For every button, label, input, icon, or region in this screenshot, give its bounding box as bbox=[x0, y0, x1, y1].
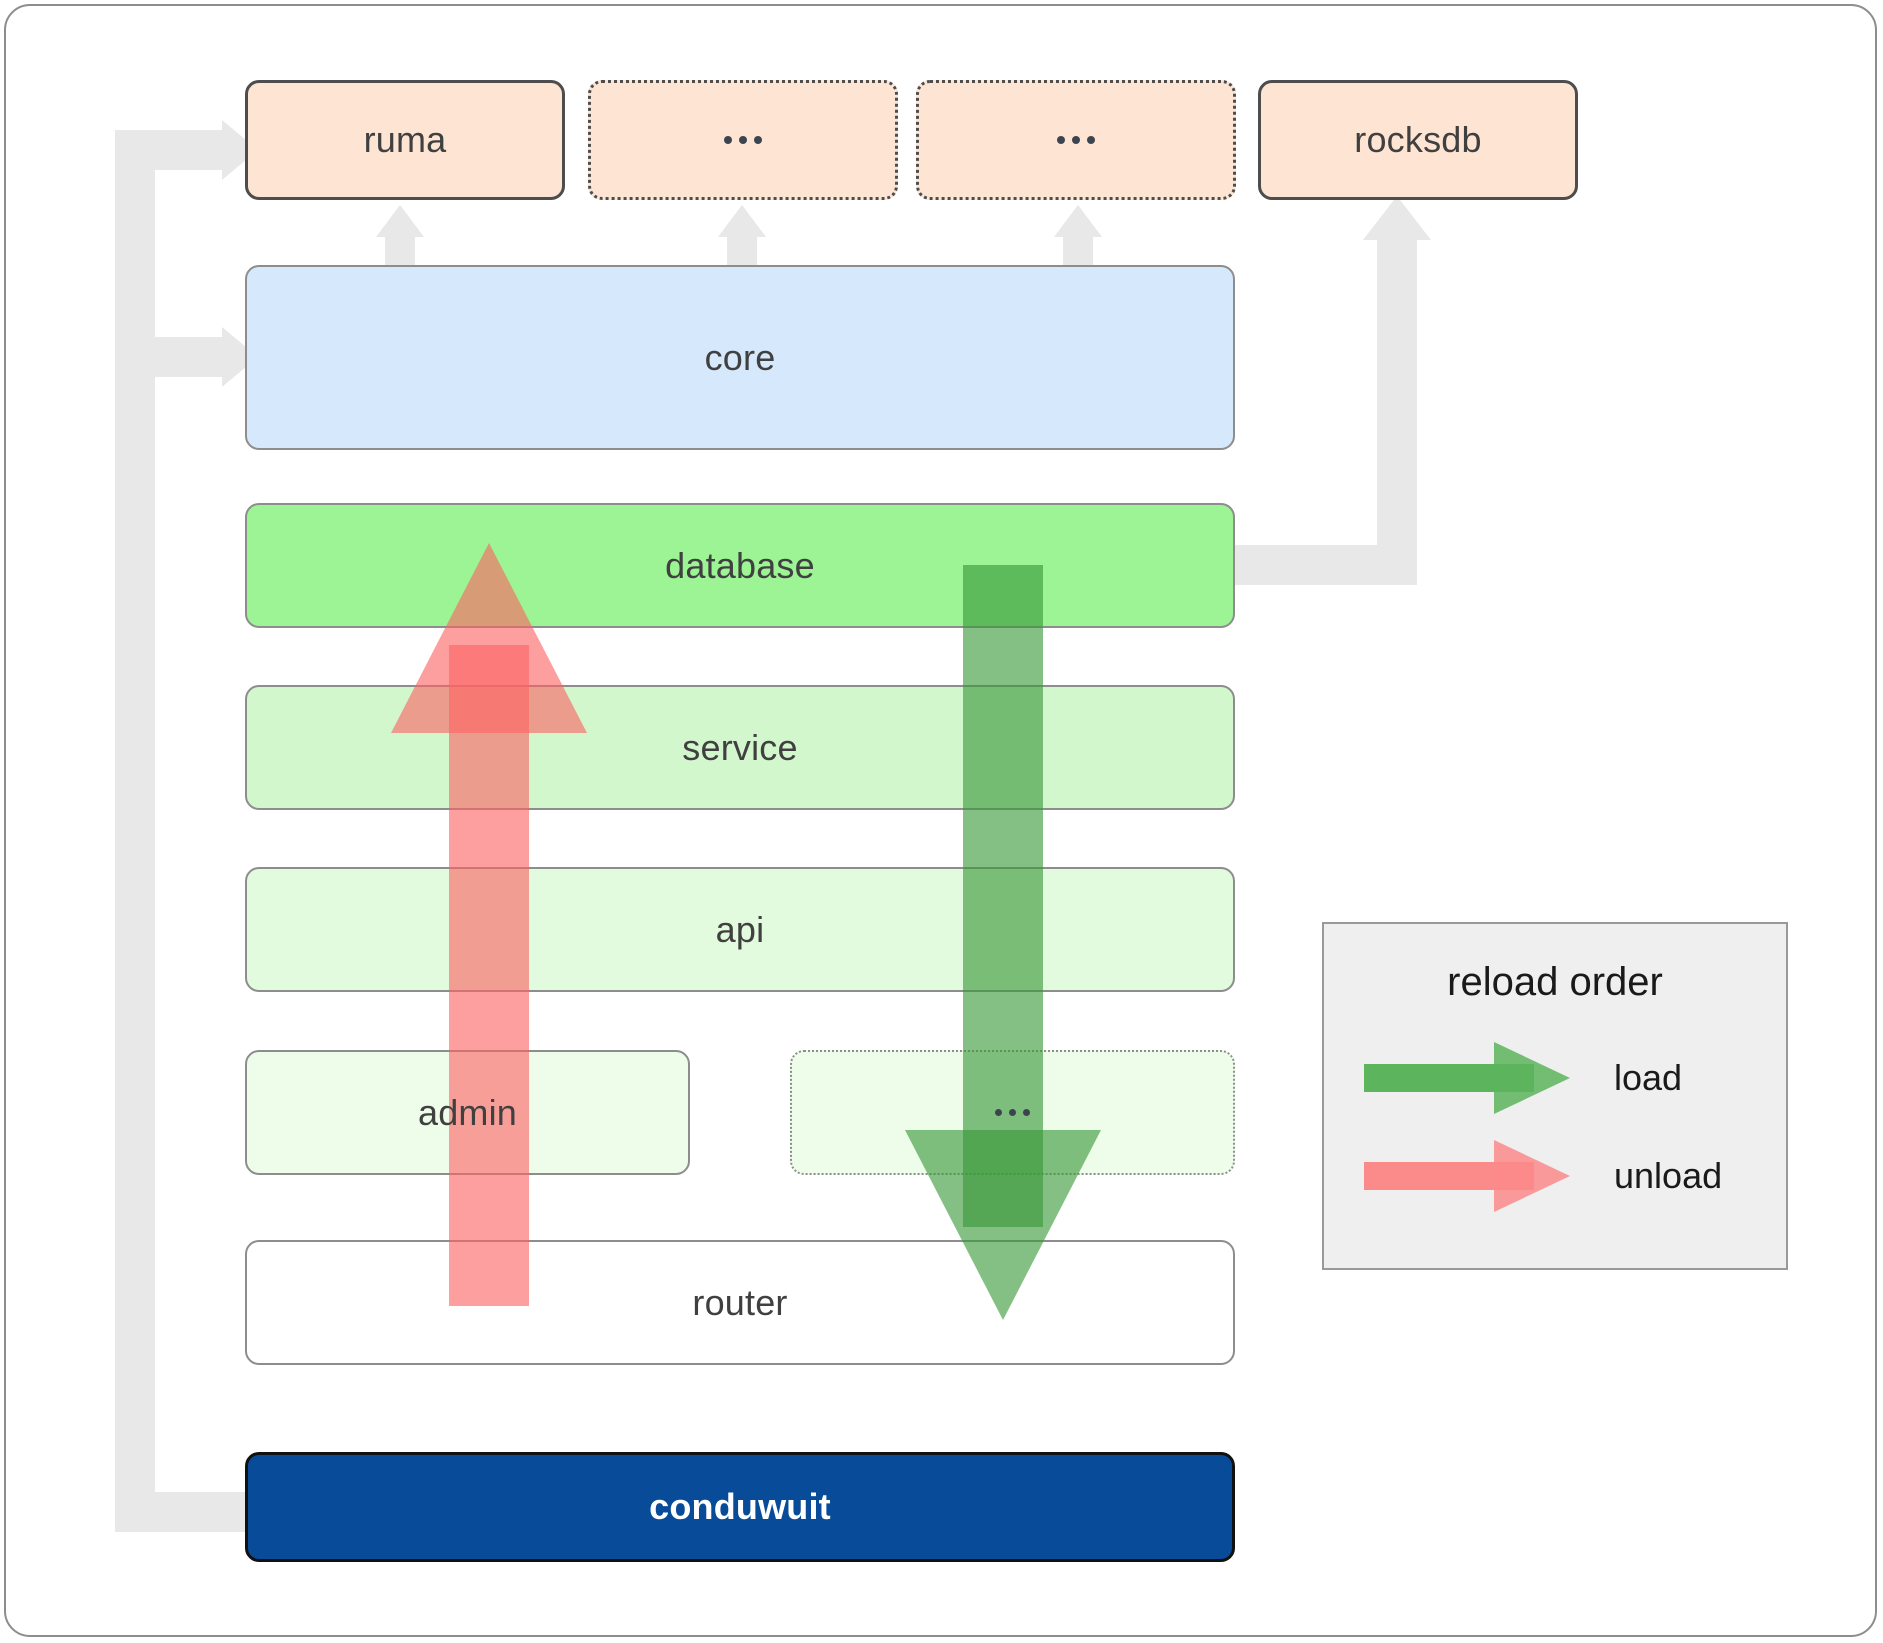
layer-label-service: service bbox=[682, 726, 798, 768]
connector-database-to-rocksdb-arrowhead bbox=[1363, 196, 1431, 240]
layer-label-database: database bbox=[665, 544, 815, 586]
layer-box-core[interactable]: core bbox=[245, 265, 1235, 450]
legend-unload-arrowhead bbox=[1494, 1140, 1570, 1212]
legend-label-load: load bbox=[1614, 1057, 1683, 1098]
ellipsis-icon bbox=[1057, 136, 1095, 144]
layer-label-admin: admin bbox=[417, 1091, 518, 1133]
crate-box-rocksdb[interactable]: rocksdb bbox=[1258, 80, 1578, 200]
flow-load-arrowhead bbox=[905, 1130, 1101, 1320]
crate-box-ruma[interactable]: ruma bbox=[245, 80, 565, 200]
legend-load-arrowhead bbox=[1494, 1042, 1570, 1114]
flow-unload-shaft bbox=[449, 645, 529, 1306]
connector-core-to-ellipsis1-arrowhead bbox=[718, 205, 766, 237]
ellipsis-icon bbox=[724, 136, 762, 144]
legend-title: reload order bbox=[1447, 960, 1663, 1004]
crate-label-rocksdb: rocksdb bbox=[1354, 119, 1482, 160]
layer-label-router: router bbox=[692, 1281, 788, 1323]
flow-load-shaft bbox=[963, 565, 1043, 1227]
crate-label-ruma: ruma bbox=[363, 119, 447, 160]
binary-label-conduwuit: conduwuit bbox=[649, 1486, 831, 1527]
layer-label-core: core bbox=[704, 336, 776, 378]
connector-core-to-ellipsis2-arrowhead bbox=[1054, 205, 1102, 237]
layer-label-api: api bbox=[715, 908, 765, 950]
diagram-frame bbox=[4, 4, 1877, 1637]
connector-core-to-ruma-arrowhead bbox=[376, 205, 424, 237]
crate-box-ellipsis-2[interactable] bbox=[916, 80, 1236, 200]
legend-label-unload: unload bbox=[1614, 1155, 1723, 1196]
binary-box-conduwuit[interactable]: conduwuit bbox=[245, 1452, 1235, 1562]
layer-box-api[interactable]: api bbox=[245, 867, 1235, 992]
flow-unload-arrowhead bbox=[391, 543, 587, 733]
ellipsis-icon bbox=[995, 1109, 1030, 1116]
legend-panel: reload order load unload bbox=[1322, 922, 1788, 1270]
connector-trunk-to-ruma-stem bbox=[115, 130, 225, 170]
connector-database-to-rocksdb-vertical bbox=[1377, 240, 1417, 570]
connector-trunk-to-core-stem bbox=[115, 337, 225, 377]
connector-conduwuit-bottom bbox=[115, 1492, 250, 1532]
crate-box-ellipsis-1[interactable] bbox=[588, 80, 898, 200]
